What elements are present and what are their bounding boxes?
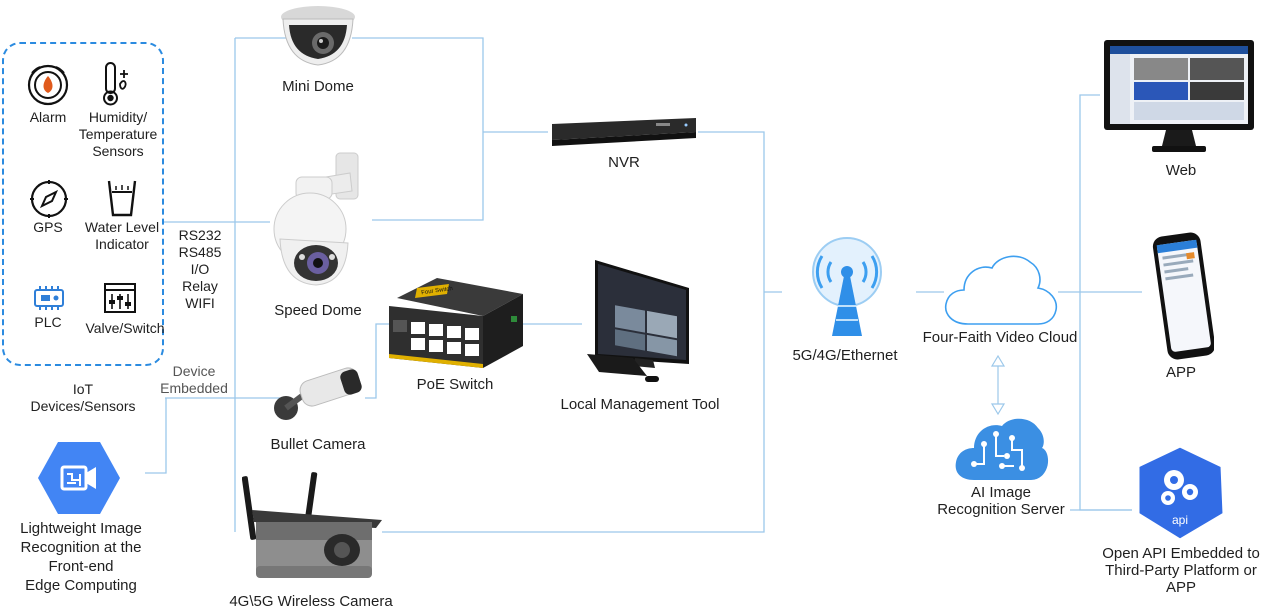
iot-devices-group	[2, 42, 164, 366]
poe-switch-label: PoE Switch	[416, 376, 494, 393]
thermometer-icon	[103, 62, 128, 106]
speed-dome-camera-icon	[273, 152, 359, 286]
iot-caption: IoT Devices/Sensors	[30, 381, 136, 414]
network-tower-icon	[812, 237, 882, 336]
local-management-monitor-icon	[587, 260, 689, 382]
bullet-camera-icon	[274, 367, 362, 420]
gps-compass-icon	[30, 180, 68, 218]
nvr-device-icon	[552, 118, 696, 146]
humidity-label: Humidity/ Temperature Sensors	[78, 109, 158, 159]
valve-switch-label: Valve/Switch	[85, 320, 165, 336]
local-management-label: Local Management Tool	[560, 396, 720, 413]
wireless-camera-label: 4G\5G Wireless Camera	[229, 593, 393, 610]
alarm-label: Alarm	[29, 109, 67, 125]
wireless-camera-icon	[242, 472, 382, 578]
gps-label: GPS	[33, 219, 63, 235]
water-level-label: Water Level Indicator	[84, 219, 160, 252]
ai-server-label: AI Image Recognition Server	[937, 484, 1065, 518]
web-monitor-icon	[1104, 40, 1254, 152]
api-hexagon-icon: api	[1136, 444, 1226, 542]
poe-switch-icon: Four Switch	[389, 278, 523, 368]
ai-server-icon	[955, 418, 1049, 480]
edge-computing-icon	[38, 442, 120, 514]
bullet-camera-label: Bullet Camera	[270, 436, 366, 453]
video-cloud-label: Four-Faith Video Cloud	[922, 329, 1078, 346]
network-label: 5G/4G/Ethernet	[792, 347, 898, 364]
plc-chip-icon	[34, 286, 64, 310]
water-level-icon	[107, 180, 137, 217]
app-label: APP	[1165, 364, 1196, 381]
alarm-icon	[27, 64, 69, 106]
device-embedded-label: Device Embedded	[160, 363, 228, 396]
api-label: Open API Embedded to Third-Party Platfor…	[1102, 545, 1260, 596]
nvr-label: NVR	[608, 154, 640, 171]
valve-switch-icon	[104, 283, 136, 313]
video-cloud-icon	[944, 255, 1058, 325]
api-badge-text: api	[1172, 513, 1188, 527]
mini-dome-camera-icon	[281, 6, 355, 66]
speed-dome-label: Speed Dome	[274, 302, 362, 319]
plc-label: PLC	[34, 314, 62, 330]
poe-brand-text: Four Switch	[421, 286, 453, 296]
edge-computing-label: Lightweight Image Recognition at the Fro…	[20, 520, 142, 594]
interfaces-list: RS232 RS485 I/O Relay WIFI	[178, 227, 222, 311]
app-phone-icon	[1152, 232, 1214, 360]
web-label: Web	[1165, 162, 1197, 179]
mini-dome-label: Mini Dome	[282, 78, 354, 95]
